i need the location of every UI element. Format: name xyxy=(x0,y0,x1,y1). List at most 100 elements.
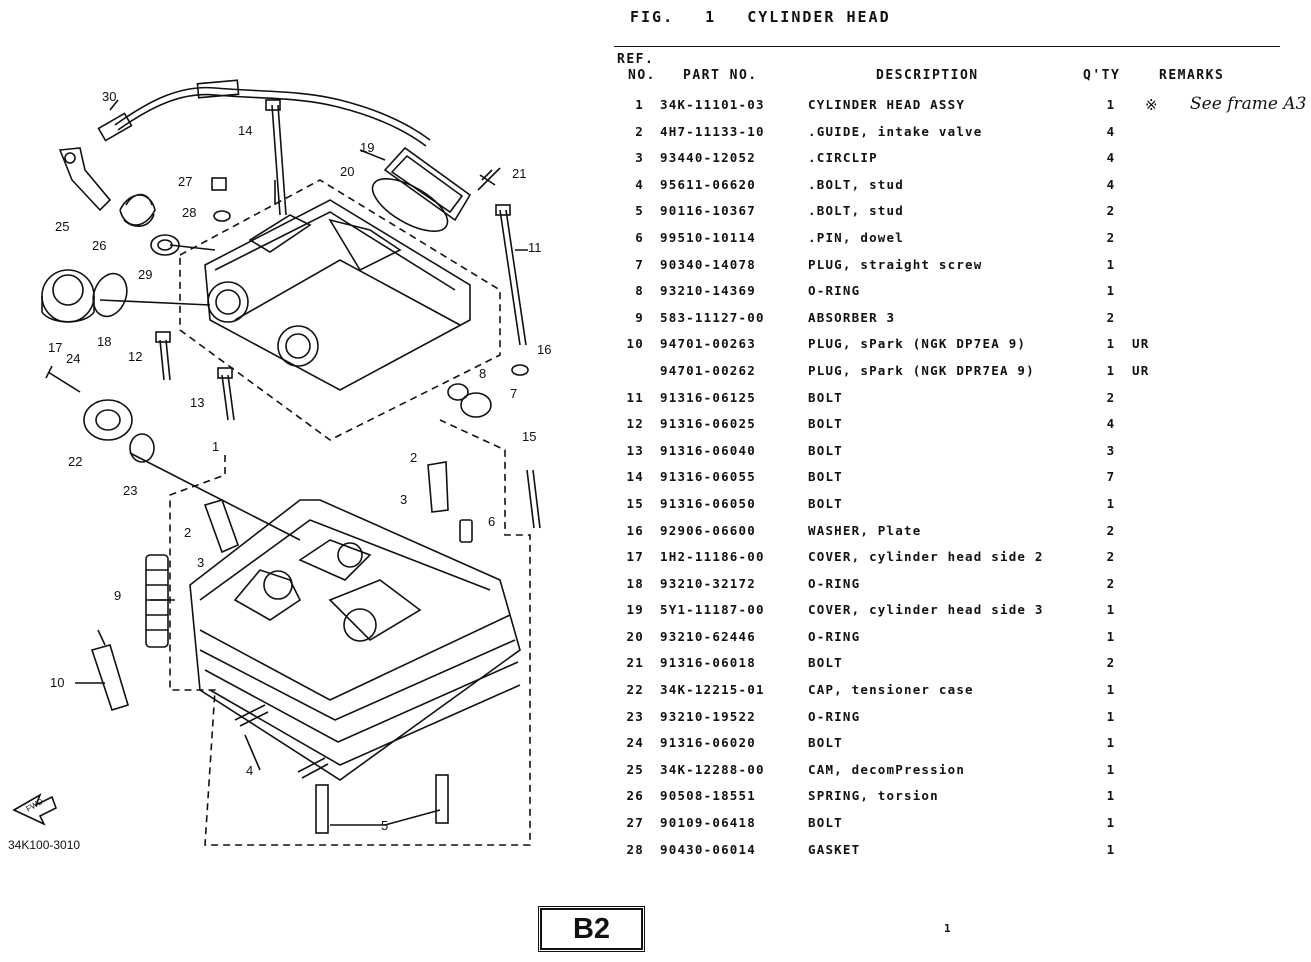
part-no-cell: 94701-00263 xyxy=(660,336,756,352)
qty-cell: 2 xyxy=(1106,203,1116,219)
ref-cell: 21 xyxy=(626,655,644,671)
svg-text:6: 6 xyxy=(488,514,495,529)
qty-cell: 2 xyxy=(1106,522,1116,538)
qty-cell: 1 xyxy=(1106,761,1116,777)
svg-text:20: 20 xyxy=(340,164,354,179)
ref-cell: 5 xyxy=(635,203,644,219)
ref-cell: 27 xyxy=(626,815,644,831)
qty-cell: 4 xyxy=(1106,123,1116,139)
figure-title: FIG. 1 CYLINDER HEAD xyxy=(630,8,911,26)
qty-cell: 1 xyxy=(1106,735,1116,751)
ref-cell: 20 xyxy=(626,628,644,644)
qty-cell: 2 xyxy=(1106,309,1116,325)
part-no-cell: 91316-06055 xyxy=(660,469,756,485)
part-no-cell: 91316-06020 xyxy=(660,735,756,751)
part-no-cell: 34K-11101-03 xyxy=(660,97,765,112)
description-cell: WASHER, Plate xyxy=(808,522,922,538)
svg-text:22: 22 xyxy=(68,454,82,469)
part-no-cell: 90430-06014 xyxy=(660,841,756,857)
svg-text:29: 29 xyxy=(138,267,152,282)
svg-text:FWD: FWD xyxy=(25,797,45,814)
ref-cell: 1 xyxy=(635,97,644,112)
svg-text:14: 14 xyxy=(238,123,252,138)
svg-text:18: 18 xyxy=(97,334,111,349)
qty-cell: 4 xyxy=(1106,150,1116,166)
svg-text:26: 26 xyxy=(92,238,106,253)
description-cell: BOLT xyxy=(808,469,843,485)
description-cell: CAM, decomPression xyxy=(808,761,966,777)
ref-cell: 14 xyxy=(626,469,644,485)
svg-text:25: 25 xyxy=(55,219,69,234)
part-no-cell: 92906-06600 xyxy=(660,522,756,538)
table-row: 27 90109-06418 BOLT 1 xyxy=(614,812,1304,839)
svg-text:3: 3 xyxy=(400,492,407,507)
header-remarks: REMARKS xyxy=(1159,68,1225,83)
ref-cell: 18 xyxy=(626,575,644,591)
svg-text:4: 4 xyxy=(246,763,253,778)
page-label-frame xyxy=(538,906,645,952)
svg-text:11: 11 xyxy=(528,240,542,255)
qty-cell: 1 xyxy=(1106,602,1116,618)
description-cell: BOLT xyxy=(808,495,843,511)
qty-cell: 1 xyxy=(1106,628,1116,644)
qty-cell: 2 xyxy=(1106,655,1116,671)
qty-cell: 1 xyxy=(1106,815,1116,831)
description-cell: O-RING xyxy=(808,575,861,591)
ref-cell: 15 xyxy=(626,495,644,511)
ref-cell: 12 xyxy=(626,416,644,432)
qty-cell: 1 xyxy=(1106,682,1116,698)
part-no-cell: 90116-10367 xyxy=(660,203,756,219)
qty-cell: 1 xyxy=(1106,495,1116,511)
header-description: DESCRIPTION xyxy=(876,68,979,83)
diagram-callouts: 30 14 19 20 21 27 28 25 26 29 11 24 17 1… xyxy=(25,89,552,833)
ref-cell: 17 xyxy=(626,549,644,565)
qty-cell: 2 xyxy=(1106,575,1116,591)
fig-label: FIG. xyxy=(630,8,675,26)
qty-cell: 4 xyxy=(1106,416,1116,432)
description-cell: SPRING, torsion xyxy=(808,788,939,804)
svg-text:19: 19 xyxy=(360,140,374,155)
part-no-cell: 99510-10114 xyxy=(660,229,756,245)
svg-text:8: 8 xyxy=(479,366,486,381)
part-no-cell: 91316-06025 xyxy=(660,416,756,432)
description-cell: O-RING xyxy=(808,283,861,299)
handwritten-mark: ※ xyxy=(1145,96,1158,114)
ref-cell: 6 xyxy=(635,229,644,245)
ref-cell: 28 xyxy=(626,841,644,857)
header-rule xyxy=(614,46,1280,47)
part-no-cell: 34K-12215-01 xyxy=(660,682,765,698)
diagram-code: 34K100-3010 xyxy=(8,838,81,852)
qty-cell: 1 xyxy=(1106,283,1116,299)
part-no-cell: 583-11127-00 xyxy=(660,309,765,325)
svg-text:21: 21 xyxy=(512,166,526,181)
description-cell: BOLT xyxy=(808,815,843,831)
qty-cell: 1 xyxy=(1106,97,1116,112)
ref-cell: 7 xyxy=(635,256,644,272)
qty-cell: 1 xyxy=(1106,788,1116,804)
svg-text:2: 2 xyxy=(410,450,417,465)
description-cell: BOLT xyxy=(808,655,843,671)
svg-text:9: 9 xyxy=(114,588,121,603)
svg-text:28: 28 xyxy=(182,205,196,220)
description-cell: GASKET xyxy=(808,841,861,857)
remarks-cell: UR xyxy=(1132,362,1150,378)
exploded-diagram: 30 14 19 20 21 27 28 25 26 29 11 24 17 1… xyxy=(12,79,552,846)
description-cell: .GUIDE, intake valve xyxy=(808,123,983,139)
description-cell: COVER, cylinder head side 2 xyxy=(808,549,1044,565)
part-no-cell: 90109-06418 xyxy=(660,815,756,831)
footer-mark: 1 xyxy=(944,922,951,935)
ref-cell: 19 xyxy=(626,602,644,618)
